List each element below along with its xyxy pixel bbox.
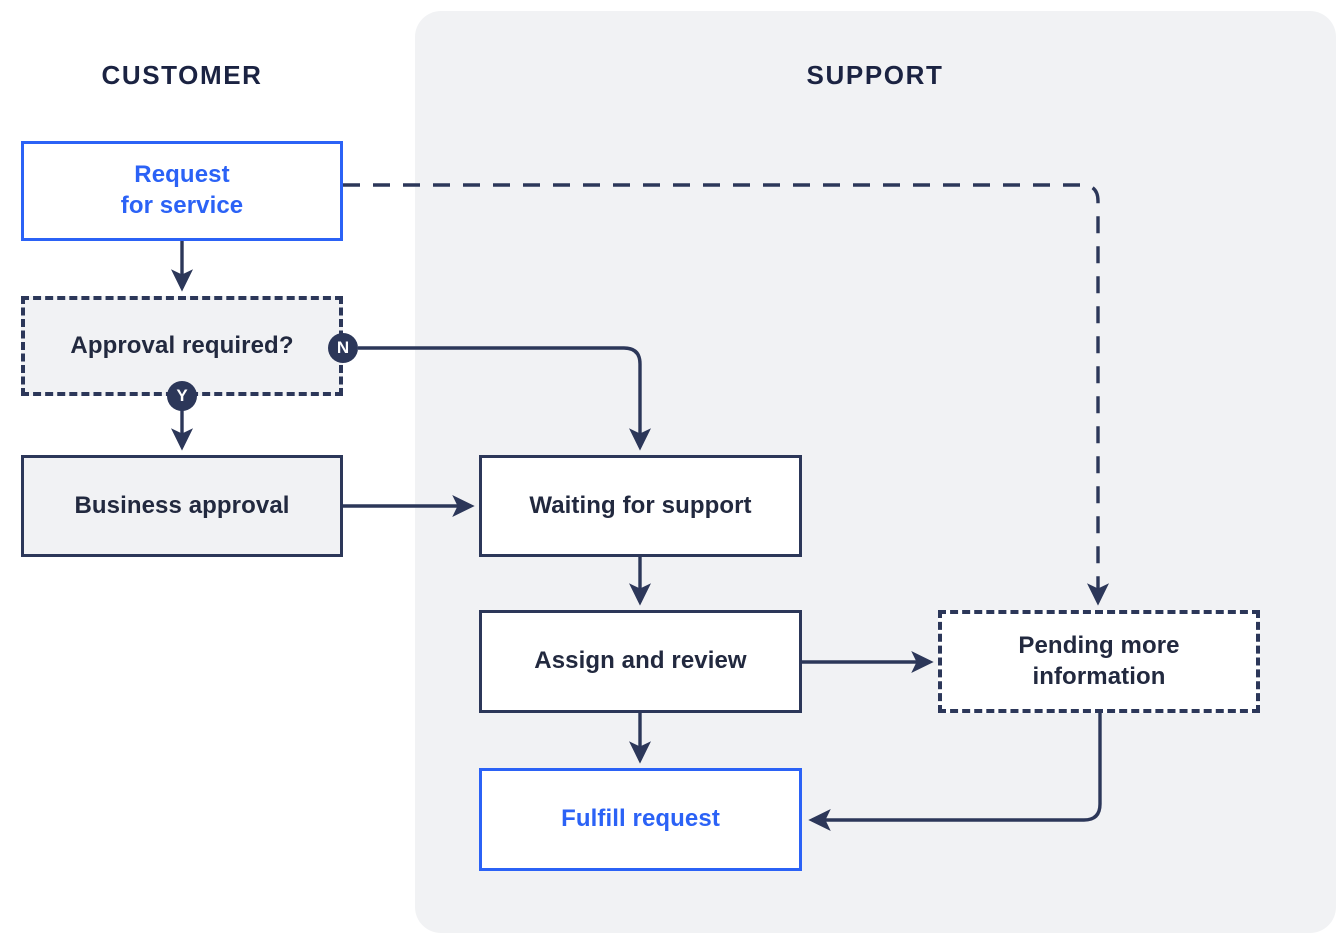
edge-pending-to-fulfill [808, 713, 1102, 832]
node-fulfill-request-label: Fulfill request [561, 805, 720, 833]
node-waiting-for-support[interactable]: Waiting for support [479, 455, 802, 557]
node-fulfill-request[interactable]: Fulfill request [479, 768, 802, 871]
node-pending-more-information-label: Pending more information [1018, 631, 1180, 690]
edge-approval-no-to-waiting [358, 346, 652, 451]
node-pending-more-information[interactable]: Pending more information [938, 610, 1260, 713]
node-request-for-service-label: Request for service [120, 161, 244, 219]
badge-decision-yes: Y [167, 381, 197, 411]
lane-title-support: SUPPORT [806, 60, 944, 90]
node-assign-and-review-label: Assign and review [534, 647, 747, 675]
node-request-for-service[interactable]: Request for service [21, 141, 343, 241]
badge-decision-yes-label: Y [176, 386, 188, 405]
badge-decision-no: N [328, 333, 358, 363]
node-approval-required-label: Approval required? [70, 331, 294, 359]
node-assign-and-review[interactable]: Assign and review [479, 610, 802, 713]
lane-title-customer: CUSTOMER [101, 60, 263, 90]
badge-decision-no-label: N [336, 338, 350, 357]
node-business-approval[interactable]: Business approval [21, 455, 343, 557]
node-business-approval-label: Business approval [74, 491, 290, 519]
edge-request-to-pending [343, 183, 1110, 606]
node-waiting-for-support-label: Waiting for support [529, 491, 752, 519]
